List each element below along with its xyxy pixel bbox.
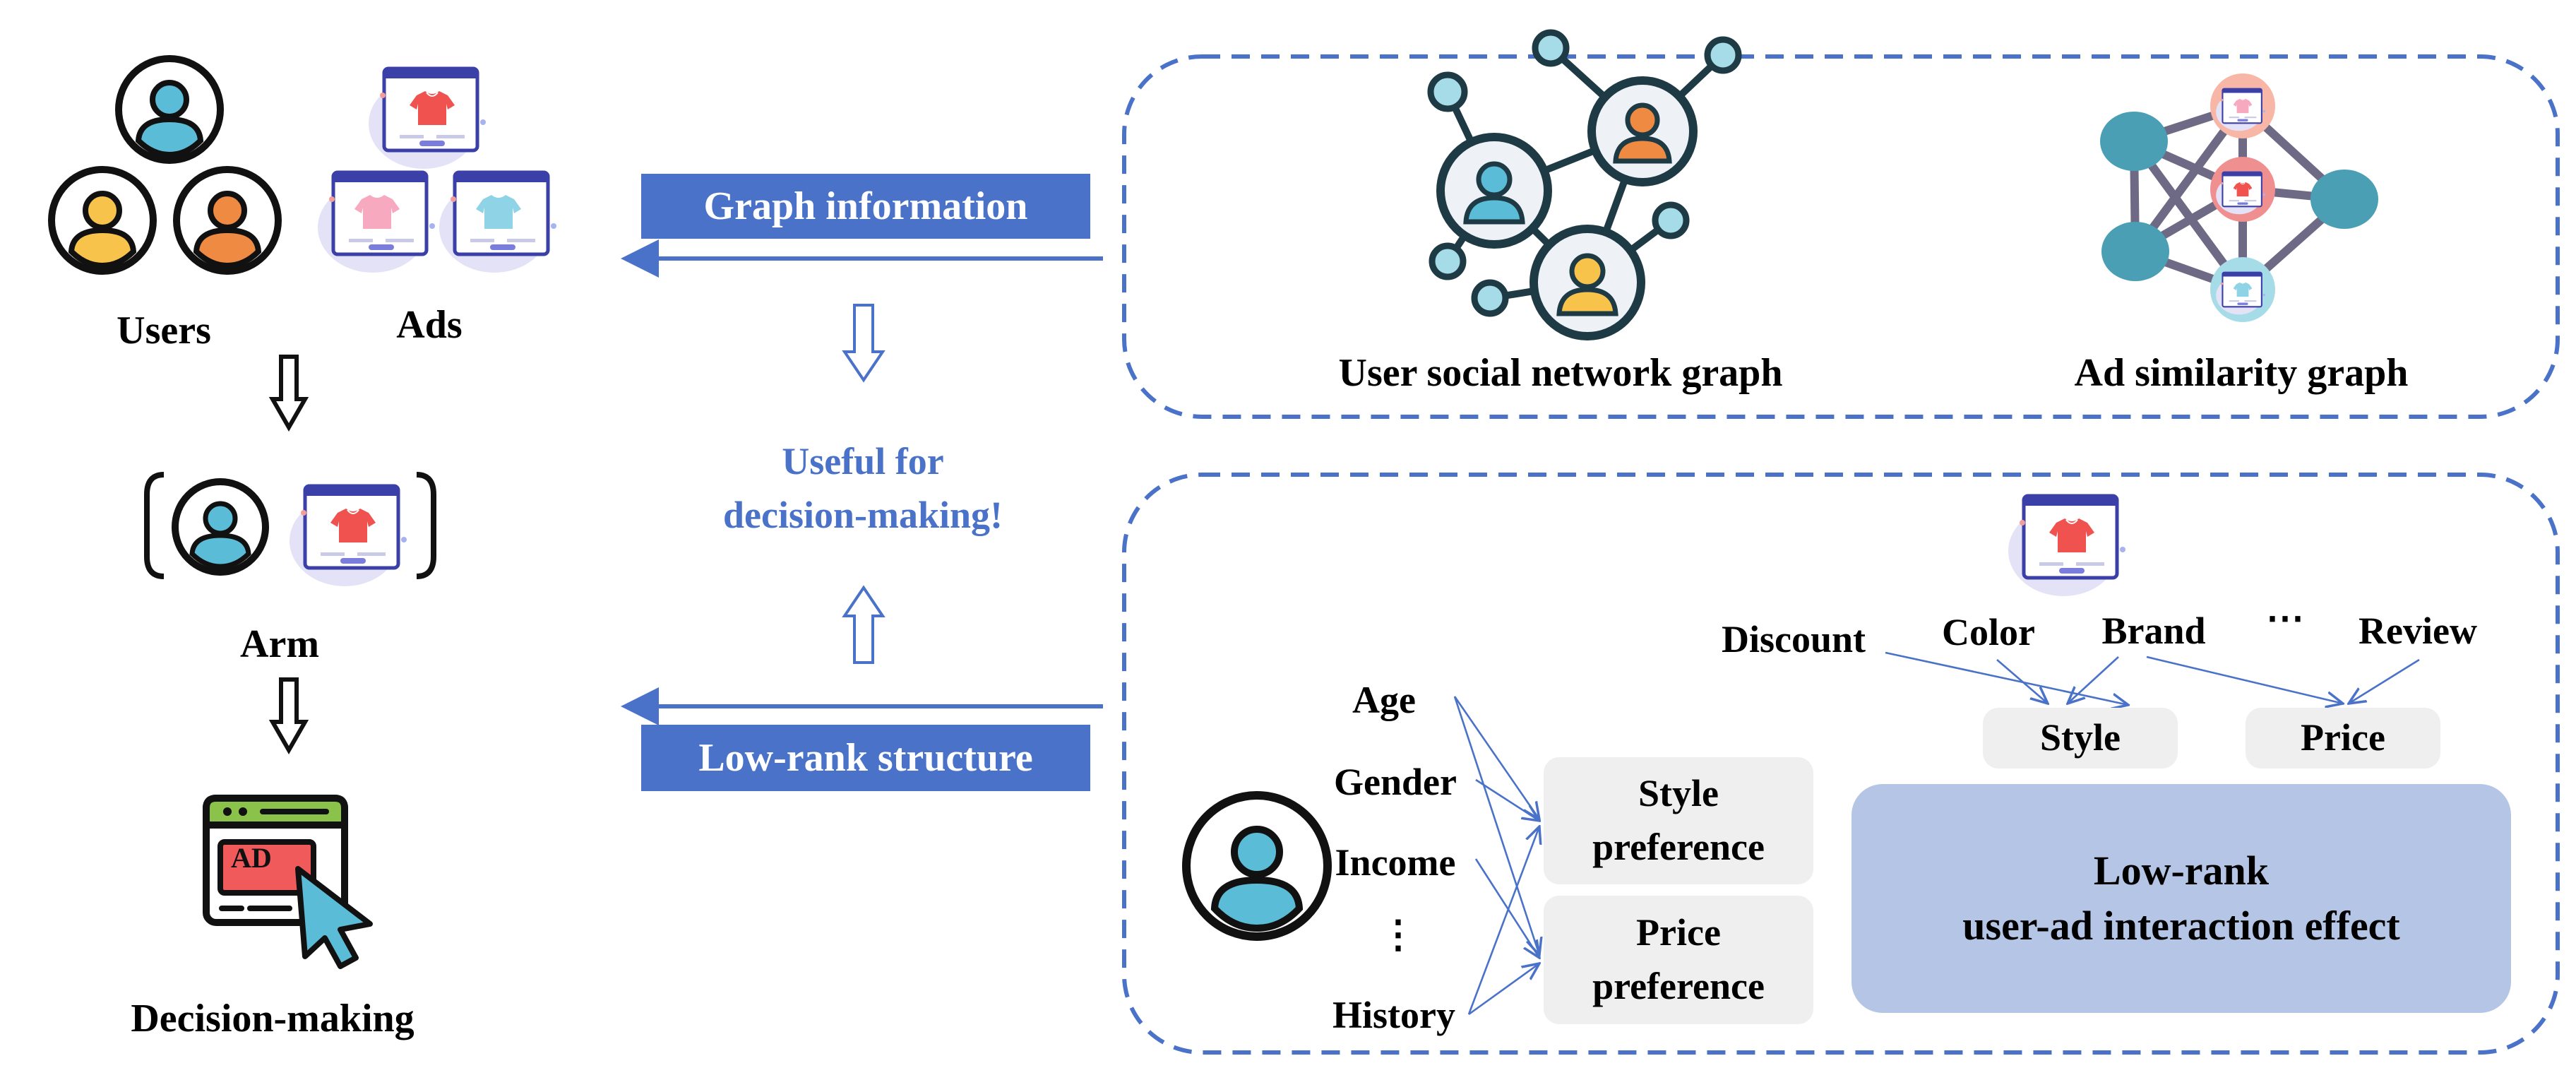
ad-card-icon [2008,496,2125,596]
users-label: Users [117,309,211,352]
low-rank-effect-line2: user-ad interaction effect [1962,903,2400,949]
style-preference-line1: Style [1638,772,1719,815]
ad-similarity-graph-label: Ad similarity graph [2074,351,2409,395]
graph-information-text: Graph information [703,184,1028,228]
ad-similarity-graph-icon [2100,73,2378,322]
ad-card-icon [369,69,486,169]
user-yellow-icon [48,166,157,275]
user-attr-history: History [1332,994,1455,1036]
graph-information-banner: Graph information [641,174,1090,239]
useful-note: Useful for decision-making! [723,435,1003,542]
ad-attribute-arrows [1885,651,2420,705]
low-rank-banner: Low-rank structure [641,725,1090,791]
arm-label: Arm [240,622,319,666]
down-arrow-icon [268,355,309,432]
useful-note-line2: decision-making! [722,493,1003,536]
user-attr-income: Income [1335,841,1456,884]
user-attr-ellipsis: ⋮ [1379,913,1417,956]
user-attribute-arrows [1453,696,1539,1016]
ad-card-icon [318,172,435,273]
price-preference-line2: preference [1592,965,1765,1007]
up-arrow-icon [842,585,886,664]
ad-attr-ellipsis: ⋯ [2266,597,2304,639]
ad-attr-discount: Discount [1721,618,1866,660]
ad-icon-text: AD [231,842,272,874]
style-preference-line2: preference [1592,826,1765,868]
ad-attr-review: Review [2359,610,2477,652]
useful-note-line1: Useful for [782,440,944,482]
price-preference-line1: Price [1636,911,1721,954]
user-blue-icon [172,478,269,576]
ad-attr-brand: Brand [2101,610,2206,652]
ad-group-style: Style [2040,716,2121,759]
price-preference-box: Price preference [1544,896,1813,1024]
ad-click-icon [203,795,373,969]
user-attr-gender: Gender [1334,761,1457,803]
user-orange-icon [173,166,282,275]
low-rank-text: Low-rank structure [698,736,1033,780]
style-preference-box: Style preference [1544,757,1813,884]
ad-attr-color: Color [1942,611,2035,653]
down-arrow-icon [268,677,309,755]
bottom-panel-border [1122,473,2560,1055]
social-graph-label: User social network graph [1338,351,1783,395]
ad-group-price-box: Price [2246,708,2440,769]
ad-card-icon [439,172,556,273]
user-blue-icon [115,55,224,164]
decision-making-label: Decision-making [131,997,415,1040]
bracket-right [416,472,436,579]
social-network-icon [1427,29,1742,340]
ad-card-icon [290,486,407,586]
user-blue-icon [1182,791,1332,941]
top-panel-border [1122,54,2560,419]
ad-group-style-box: Style [1983,708,2178,769]
down-arrow-icon [842,304,886,383]
ad-group-price: Price [2301,716,2385,759]
ads-label: Ads [396,303,463,347]
low-rank-effect-line1: Low-rank [2093,847,2270,894]
bracket-left [144,472,165,579]
user-attr-age: Age [1352,679,1416,721]
low-rank-effect-box: Low-rank user-ad interaction effect [1852,784,2511,1013]
